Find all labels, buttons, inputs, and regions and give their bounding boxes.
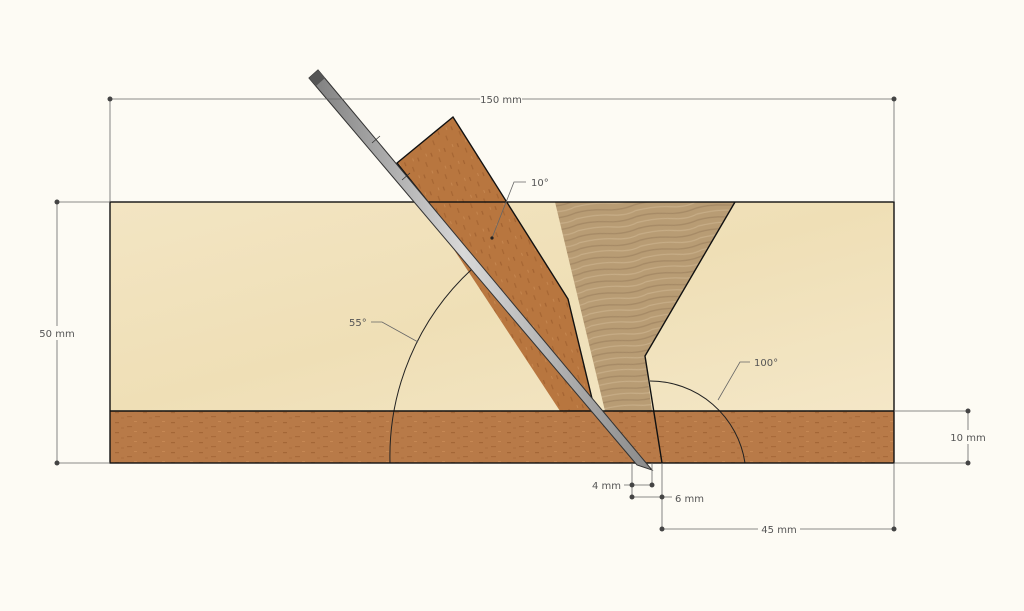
annotation-blade-angle: 55° <box>349 318 419 343</box>
annotation-throat-angle: 100° <box>717 358 778 401</box>
label-offset-b: 6 mm <box>675 494 704 505</box>
throat-opening <box>506 202 735 411</box>
label-throat-angle: 100° <box>754 358 778 369</box>
dimension-offset-c: 45 mm <box>659 463 897 536</box>
label-blade-angle: 55° <box>349 318 367 329</box>
dimension-offset-a: 4 mm <box>592 463 655 497</box>
plane-sole <box>110 411 894 463</box>
label-base-thickness: 10 mm <box>950 433 985 444</box>
label-total-length: 150 mm <box>480 95 522 106</box>
dimension-base-thickness: 10 mm <box>894 408 988 466</box>
label-wedge-angle: 10° <box>531 178 549 189</box>
annotation-wedge-angle: 10° <box>490 178 549 240</box>
blade-angle-arc <box>389 268 473 464</box>
throat-outline <box>644 201 736 464</box>
throat-angle-arc <box>649 380 746 464</box>
label-offset-c: 45 mm <box>761 525 796 536</box>
dimension-total-length: 150 mm <box>107 92 897 202</box>
label-height: 50 mm <box>39 329 74 340</box>
dimension-offset-b: 6 mm <box>629 463 704 530</box>
dimension-height: 50 mm <box>36 199 110 466</box>
body-outline <box>109 201 895 464</box>
wedge <box>397 117 595 411</box>
label-offset-a: 4 mm <box>592 481 621 492</box>
